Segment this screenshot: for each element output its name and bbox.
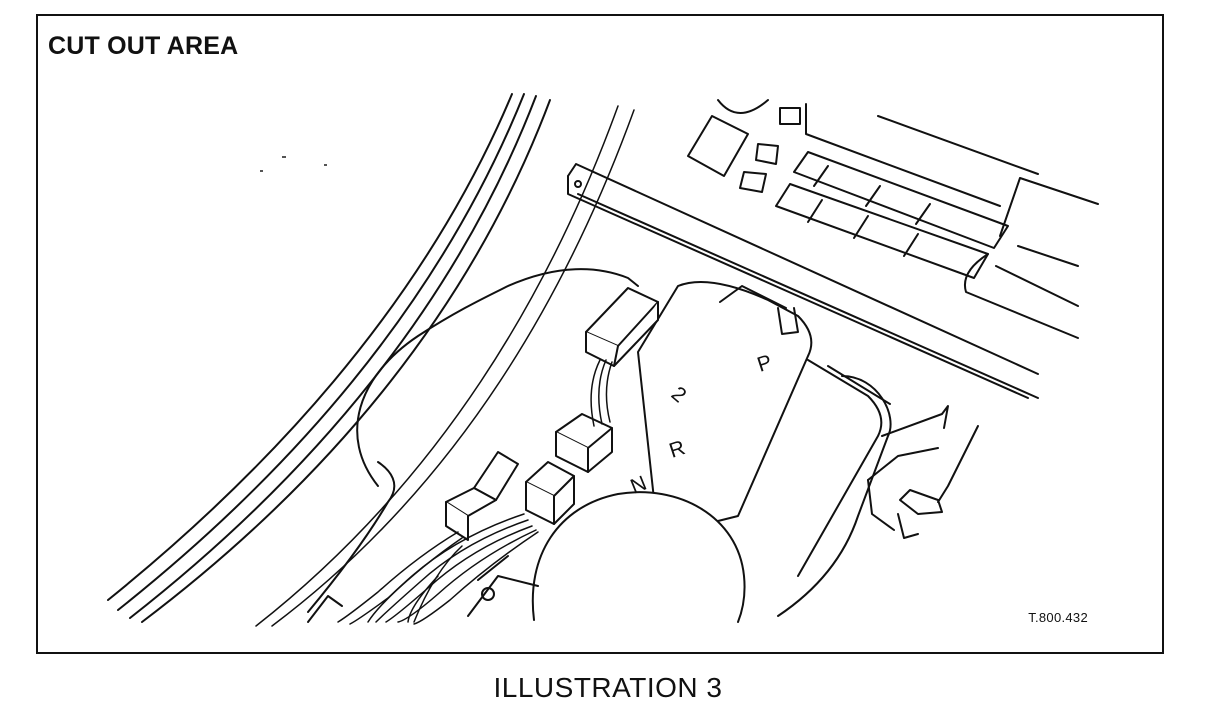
reference-code: T.800.432 bbox=[1028, 610, 1088, 625]
harness-wires bbox=[337, 359, 613, 625]
gear-label-r: R bbox=[666, 436, 688, 463]
gear-label-p: P bbox=[754, 351, 774, 377]
cut-out-recess-lower bbox=[307, 461, 396, 613]
cut-out-recess bbox=[356, 268, 639, 487]
bracket-right bbox=[867, 405, 979, 539]
shifter-housing bbox=[637, 281, 892, 617]
illustration-caption: ILLUSTRATION 3 bbox=[493, 672, 723, 703]
knob-base bbox=[307, 491, 746, 623]
wiring-connectors bbox=[445, 287, 659, 541]
trim-rail bbox=[567, 163, 1039, 399]
gear-selector-drawing: P 2 R N bbox=[107, 93, 1099, 627]
illustration-frame: P 2 R N CUT OUT AREA T.800.432 bbox=[36, 14, 1164, 654]
scan-specks bbox=[260, 156, 327, 172]
switch-panel bbox=[687, 99, 1099, 339]
area-title: CUT OUT AREA bbox=[48, 32, 239, 60]
